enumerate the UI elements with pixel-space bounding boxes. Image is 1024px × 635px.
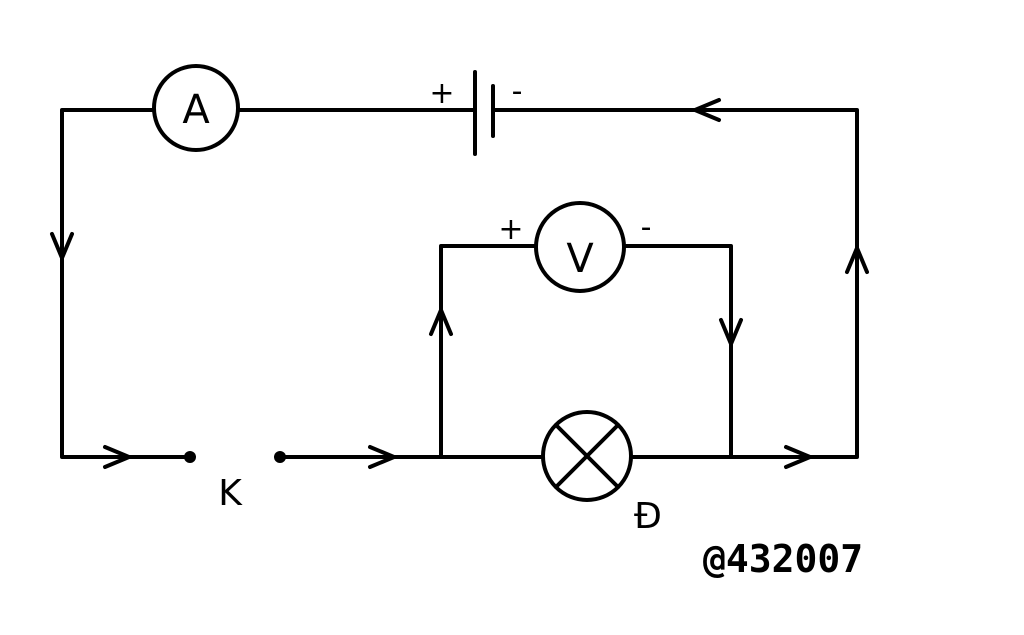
voltmeter-positive-sign: + (498, 212, 523, 247)
voltmeter: V + - (498, 201, 652, 293)
arrow-bottom-right-3 (784, 445, 812, 469)
wire-voltmeter-branch-right (624, 244, 733, 459)
switch-label: K (218, 473, 243, 514)
watermark: @432007 (703, 537, 863, 581)
arrow-bottom-right-1 (103, 445, 131, 469)
wire-battery-to-right (491, 108, 859, 459)
wire-top-left (60, 108, 192, 459)
lamp: Đ (541, 410, 662, 537)
switch-contact-right (274, 451, 286, 463)
arrow-branch-down (719, 318, 743, 346)
ammeter-body (152, 64, 240, 152)
ammeter: A (152, 64, 240, 152)
switch: K (184, 451, 286, 514)
arrow-left-down (50, 232, 74, 260)
battery-negative-sign: - (512, 74, 523, 109)
voltmeter-negative-sign: - (641, 210, 652, 245)
arrow-top-left (693, 98, 721, 122)
lamp-label: Đ (634, 496, 662, 537)
arrow-branch-up (429, 308, 453, 336)
arrow-bottom-right-2 (368, 445, 396, 469)
arrow-right-up (845, 246, 869, 274)
switch-contact-left (184, 451, 196, 463)
battery: + - (429, 70, 523, 156)
voltmeter-symbol: V (566, 236, 594, 282)
battery-positive-sign: + (429, 76, 454, 111)
ammeter-symbol: A (182, 87, 210, 133)
voltmeter-body (534, 201, 626, 293)
lamp-cross-2 (554, 423, 620, 489)
wire-voltmeter-branch-left (439, 244, 537, 459)
